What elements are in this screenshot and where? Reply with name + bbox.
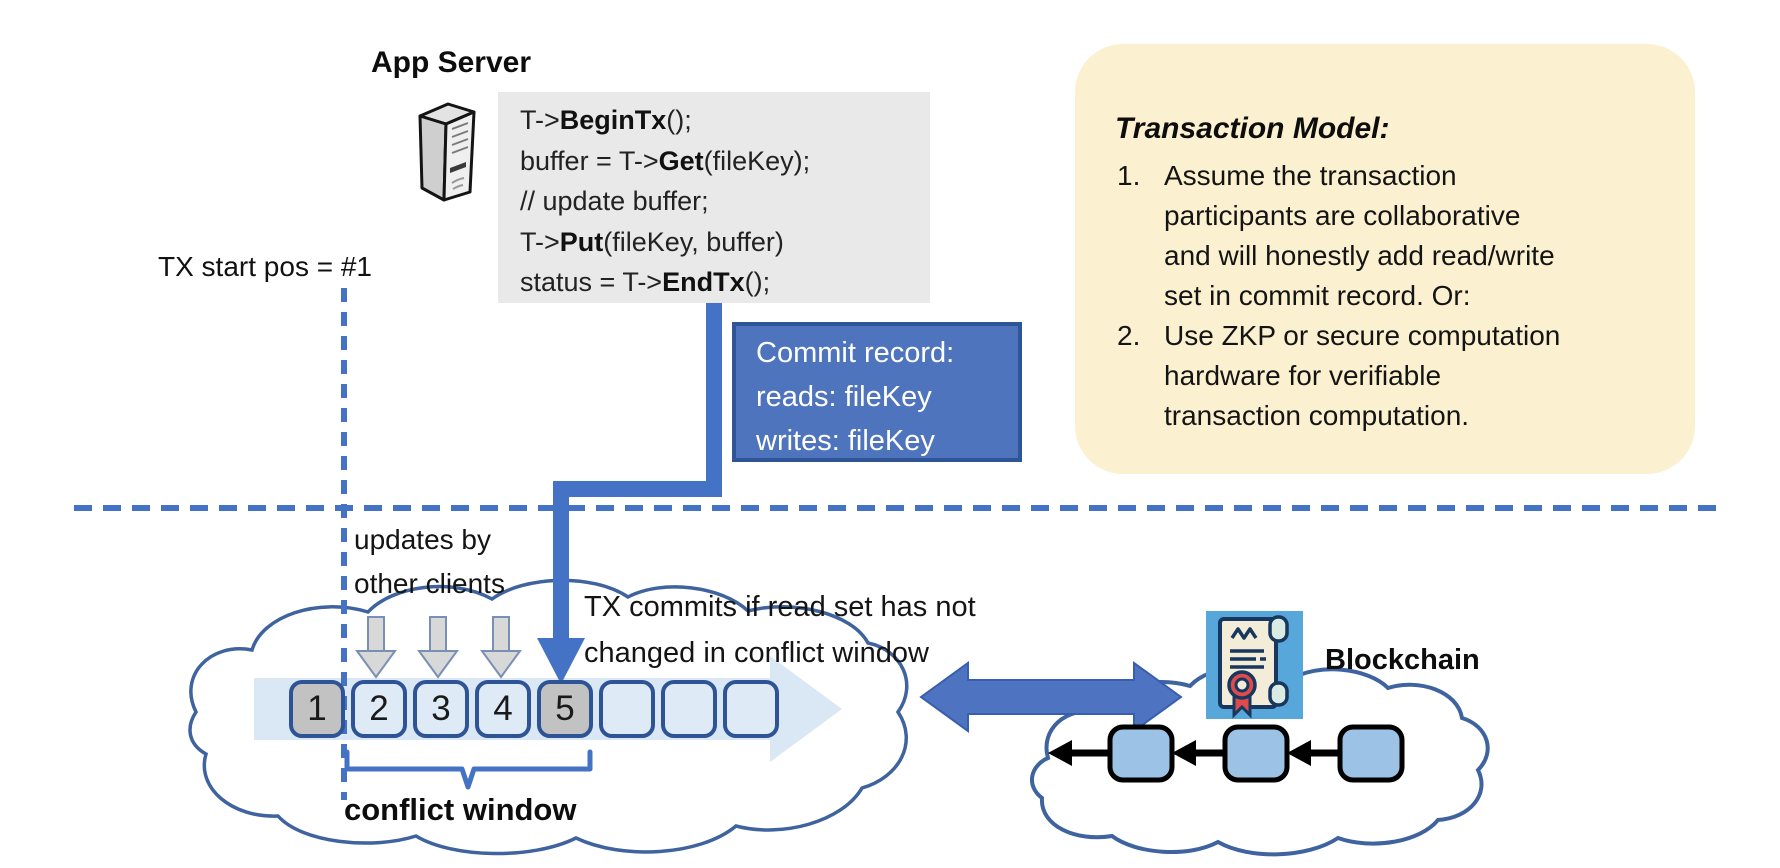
timeline-block-6 bbox=[599, 680, 655, 738]
timeline-block-5: 5 bbox=[537, 680, 593, 738]
elbow-down-arrow-icon bbox=[537, 302, 722, 684]
conflict-cloud bbox=[188, 578, 909, 856]
commit-record-writes: writes: fileKey bbox=[756, 425, 935, 457]
down-arrow-icon bbox=[417, 616, 459, 679]
commit-record-reads: reads: fileKey bbox=[756, 381, 932, 413]
tx-commits-label: TX commits if read set has not changed i… bbox=[584, 591, 976, 669]
transaction-model-item: 2. Use ZKP or secure computation hardwar… bbox=[1117, 320, 1561, 431]
blockchain-link-arrowheads bbox=[1048, 740, 1311, 766]
transaction-code-box: T->BeginTx(); buffer = T->Get(fileKey); … bbox=[498, 92, 930, 303]
blockchain-cloud bbox=[1030, 665, 1490, 857]
down-arrow-icon bbox=[480, 616, 522, 679]
transaction-model-list: 1. Assume the transaction participants a… bbox=[1117, 156, 1560, 436]
code-line: T->Put(fileKey, buffer) bbox=[520, 226, 784, 257]
transaction-model-title: Transaction Model: bbox=[1115, 112, 1390, 145]
conflict-window-label: conflict window bbox=[344, 792, 577, 827]
timeline-block-4: 4 bbox=[475, 680, 531, 738]
timeline-block-3: 3 bbox=[413, 680, 469, 738]
timeline-block-8 bbox=[723, 680, 779, 738]
conflict-window-bracket bbox=[344, 749, 593, 790]
code-line: status = T->EndTx(); bbox=[520, 267, 771, 297]
certificate-scroll-icon bbox=[1206, 611, 1303, 719]
down-arrow-icon bbox=[355, 616, 397, 679]
blockchain-blocks bbox=[1107, 724, 1405, 783]
code-line: T->BeginTx(); bbox=[520, 105, 692, 135]
app-server-label: App Server bbox=[370, 46, 532, 79]
double-headed-arrow-icon bbox=[919, 661, 1183, 733]
code-line: buffer = T->Get(fileKey); bbox=[520, 145, 811, 176]
commit-record-box: Commit record: reads: fileKey writes: fi… bbox=[732, 322, 1022, 462]
timeline-block-1: 1 bbox=[289, 680, 345, 738]
blockchain-label: Blockchain bbox=[1325, 644, 1480, 676]
transaction-model-item: 1. Assume the transaction participants a… bbox=[1117, 160, 1555, 311]
timeline-block-2: 2 bbox=[351, 680, 407, 738]
transaction-model-note: Transaction Model: 1. Assume the transac… bbox=[1075, 44, 1695, 474]
code-line: // update buffer; bbox=[520, 186, 709, 216]
timeline-block-7 bbox=[661, 680, 717, 738]
updates-by-other-clients-label: updates by other clients bbox=[354, 524, 505, 599]
commit-record-title: Commit record: bbox=[756, 337, 955, 369]
tx-start-label: TX start pos = #1 bbox=[158, 251, 372, 282]
server-tower-icon bbox=[412, 96, 482, 208]
